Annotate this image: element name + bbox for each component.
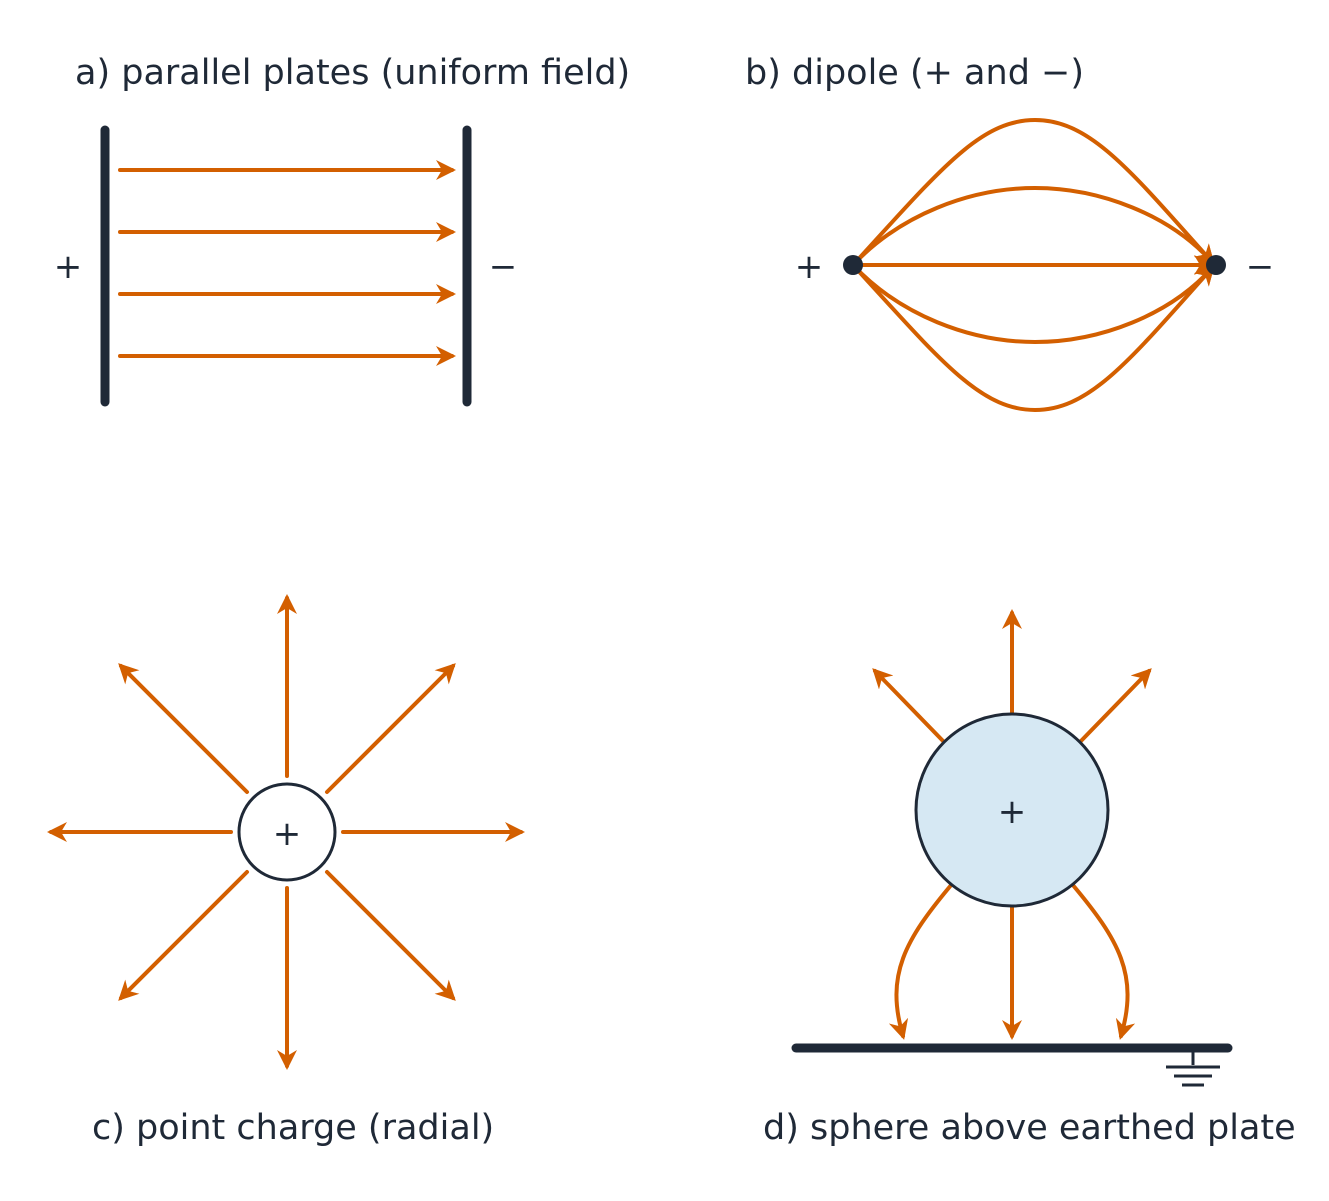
field-line — [851, 263, 1215, 345]
negative-charge — [1206, 255, 1226, 275]
point-charge — [237, 782, 337, 882]
ground-icon — [1166, 1050, 1220, 1087]
field-line — [851, 117, 1215, 267]
caption-point-charge: c) point charge (radial) — [92, 1108, 494, 1148]
caption-parallel-plates: a) parallel plates (uniform field) — [75, 53, 630, 93]
field-line — [888, 882, 954, 1040]
negative-plate-sign: − — [489, 247, 518, 287]
caption-dipole: b) dipole (+ and −) — [745, 53, 1084, 93]
positive-charge-sign: + — [795, 247, 824, 287]
negative-charge-sign: − — [1246, 247, 1275, 287]
field-line — [325, 870, 456, 1001]
panel-parallel-plates: a) parallel plates (uniform field) + − — [54, 53, 630, 407]
positive-plate-sign: + — [54, 247, 83, 287]
field-line — [118, 663, 249, 794]
positive-charge — [843, 255, 863, 275]
panel-sphere-earthed-plate: + d) sphere above earthed plate — [763, 609, 1296, 1148]
field-line — [851, 185, 1215, 267]
field-line — [1078, 668, 1152, 744]
sphere-charge-sign: + — [998, 792, 1027, 832]
field-line — [1070, 882, 1136, 1040]
caption-sphere-earthed-plate: d) sphere above earthed plate — [763, 1108, 1296, 1148]
panel-dipole: b) dipole (+ and −) + − — [745, 53, 1275, 413]
field-line — [325, 663, 456, 794]
point-charge-sign: + — [273, 814, 302, 854]
field-line — [118, 870, 249, 1001]
field-line — [851, 263, 1215, 413]
panel-point-charge: + c) point charge (radial) — [47, 594, 525, 1148]
field-line — [872, 668, 946, 744]
charged-sphere — [914, 712, 1110, 908]
